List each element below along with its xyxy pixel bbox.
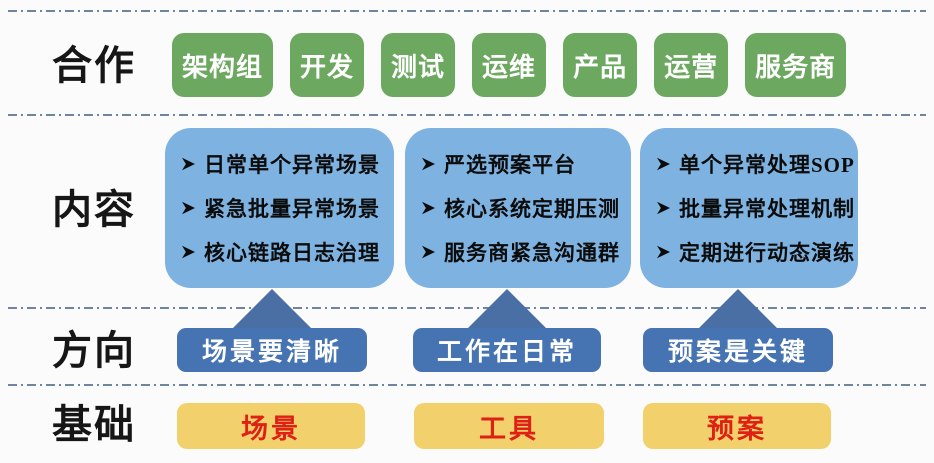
team-box-vendor: 服务商: [745, 33, 847, 97]
team-label: 测试: [391, 52, 446, 82]
list-item-text: 核心系统定期压测: [444, 197, 620, 221]
direction-box-plan-key: 预案是关键: [643, 328, 833, 372]
foundation-box-plan: 预案: [643, 403, 831, 449]
content-box-scenarios: 日常单个异常场景 紧急批量异常场景 核心链路日志治理: [165, 128, 394, 288]
list-item-text: 批量异常处理机制: [679, 197, 855, 221]
list-item-text: 核心链路日志治理: [204, 241, 380, 265]
list-item: 紧急批量异常场景: [182, 193, 388, 223]
arrow-bullet-icon: [182, 157, 195, 171]
team-label: 服务商: [755, 52, 837, 82]
list-item: 定期进行动态演练: [657, 237, 855, 267]
team-box-operation: 运营: [654, 33, 729, 97]
content-box-plans: 单个异常处理SOP 批量异常处理机制 定期进行动态演练: [640, 128, 858, 288]
list-item-text: 严选预案平台: [444, 153, 576, 177]
row-label-foundation: 基础: [52, 402, 136, 447]
list-item: 严选预案平台: [422, 149, 625, 179]
arrow-bullet-icon: [182, 245, 195, 259]
team-label: 开发: [300, 52, 355, 82]
arrow-bullet-icon: [657, 157, 670, 171]
list-item: 日常单个异常场景: [182, 149, 388, 179]
cooperation-team-row: 架构组 开发 测试 运维 产品 运营 服务商: [172, 33, 847, 97]
team-box-dev: 开发: [290, 33, 365, 97]
content-box-tools: 严选预案平台 核心系统定期压测 服务商紧急沟通群: [405, 128, 631, 288]
direction-box-daily-work: 工作在日常: [413, 328, 601, 372]
row-label-cooperation: 合作: [52, 43, 136, 88]
foundation-box-tool: 工具: [414, 403, 604, 449]
list-item-text: 紧急批量异常场景: [204, 197, 380, 221]
team-label: 运营: [664, 52, 719, 82]
foundation-box-scenario: 场景: [177, 403, 365, 449]
arrow-bullet-icon: [422, 245, 435, 259]
list-item: 服务商紧急沟通群: [422, 237, 625, 267]
row-label-content: 内容: [52, 187, 136, 232]
team-label: 运维: [482, 52, 537, 82]
direction-box-scenario: 场景要清晰: [177, 328, 367, 372]
dashed-separator-direction-foundation: [8, 384, 926, 386]
arrow-bullet-icon: [657, 201, 670, 215]
arrow-bullet-icon: [182, 201, 195, 215]
row-label-direction: 方向: [52, 328, 136, 373]
team-label: 架构组: [182, 52, 264, 82]
team-box-ops: 运维: [472, 33, 547, 97]
team-label: 产品: [573, 52, 628, 82]
arrow-bullet-icon: [422, 201, 435, 215]
team-box-architecture: 架构组: [172, 33, 274, 97]
list-item-text: 定期进行动态演练: [679, 241, 855, 265]
list-item: 核心系统定期压测: [422, 193, 625, 223]
dashed-separator-content-direction: [8, 307, 926, 309]
list-item: 单个异常处理SOP: [657, 149, 855, 179]
arrow-bullet-icon: [422, 157, 435, 171]
list-item-text: 服务商紧急沟通群: [444, 241, 620, 265]
list-item: 核心链路日志治理: [182, 237, 388, 267]
arrow-bullet-icon: [657, 245, 670, 259]
team-box-test: 测试: [381, 33, 456, 97]
list-item-text: 日常单个异常场景: [204, 153, 380, 177]
team-box-product: 产品: [563, 33, 638, 97]
dashed-separator-cooperation-content: [8, 114, 926, 116]
list-item-text: 单个异常处理SOP: [679, 153, 855, 177]
list-item: 批量异常处理机制: [657, 193, 855, 223]
dashed-separator-top: [8, 10, 926, 12]
